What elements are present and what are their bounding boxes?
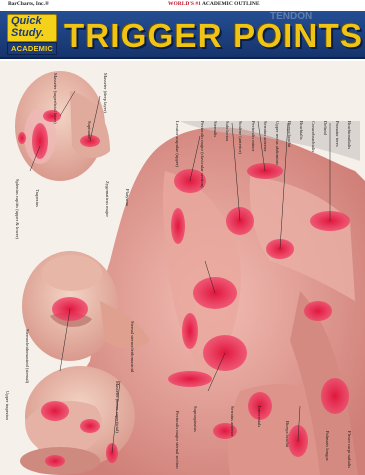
label-biceps-lower: Biceps brachii — [285, 421, 290, 447]
tagline-suffix: ACADEMIC OUTLINE — [202, 1, 260, 7]
label-scalene: Scalene (anterior) — [238, 121, 243, 154]
tagline: WORLD'S #1 ACADEMIC OUTLINE — [168, 1, 260, 7]
label-supinator: Supinator — [87, 121, 92, 139]
label-trapezius: Trapezius — [35, 189, 40, 207]
ghost-text: TENDON — [270, 12, 312, 22]
logo-word-study: Study. — [8, 27, 56, 39]
label-masseter-lower: Masseter (lower superficial) — [115, 381, 120, 433]
label-coracobrachialis: Coracobrachialis — [311, 121, 316, 152]
publisher-name: BarCharts, Inc.® — [8, 1, 49, 7]
tagline-prefix: WORLD'S #1 — [168, 1, 201, 7]
label-deltoid: Deltoid — [323, 121, 328, 135]
label-pectoralis-minor: Pectoralis minor — [251, 121, 256, 151]
label-sternal-scm: Sternal sternocleidomastoid — [130, 321, 135, 372]
label-serratus-posterior: Serratus anterior — [230, 406, 235, 437]
upper-left-head — [15, 71, 110, 181]
label-masseter-deep: Masseter (deep layer) — [103, 73, 108, 113]
label-palmaris: Palmaris longus — [325, 431, 330, 460]
label-supraspinatus: Supraspinatus — [193, 406, 198, 432]
logo-word-quick: Quick — [8, 15, 56, 27]
label-upper-trapezius: Upper trapezius — [5, 391, 10, 420]
label-upper-rectus: Upper rectus abdominis — [275, 121, 280, 165]
page-title: TRIGGER POINTS — [64, 17, 363, 55]
top-line: BarCharts, Inc.® WORLD'S #1 ACADEMIC OUT… — [0, 0, 365, 10]
label-sternocleidomastoid: Sternocleidomastoid (sternal) — [25, 329, 30, 383]
title-banner: Quick Study. ACADEMIC TRIGGER POINTS TEN… — [0, 11, 365, 59]
label-pectoralis-sternal: Pectoralis major sternal section — [175, 411, 180, 469]
anatomy-chart: Masseter (superficial layer) Masseter (d… — [0, 61, 365, 475]
label-masseter-superficial: Masseter (superficial layer) — [53, 73, 58, 124]
label-brachialis: Brachialis — [299, 121, 304, 140]
label-sternalis: Sternalis — [213, 121, 218, 137]
logo-word-academic: ACADEMIC — [8, 43, 56, 55]
label-pectoralis-major: Pectoralis major (clavicular section) — [200, 121, 205, 187]
label-subclavius: Subclavius — [225, 121, 230, 141]
label-zygomaticus: Zygomaticus major — [105, 181, 110, 217]
quick-study-logo: Quick Study. ACADEMIC — [7, 14, 57, 56]
label-pronator-teres: Pronator teres — [335, 121, 340, 147]
label-platysma: Platysma — [125, 189, 130, 206]
label-flexor: Flexor carpi radialis — [347, 431, 352, 468]
label-serratus-anterior: Serratus anterior — [263, 121, 268, 152]
label-biceps: Biceps brachii — [287, 121, 292, 147]
label-levator-scapulae: Levator scapulae (upper) — [175, 121, 180, 167]
label-intercostals: Intercostals — [257, 406, 262, 427]
label-splenius-capitis: Splenius capitis (upper & lower) — [15, 179, 20, 239]
label-brachioradialis: Brachioradialis — [347, 121, 352, 149]
